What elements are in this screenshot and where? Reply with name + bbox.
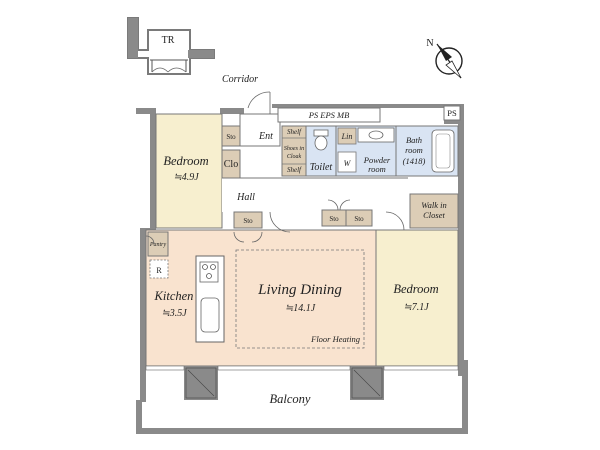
trunk-room: TR — [127, 17, 215, 75]
floor-heating-zone — [235, 249, 365, 349]
bedroom-large-area-label: ≒7.1J — [403, 302, 429, 313]
hall-label: Hall — [236, 192, 255, 203]
north-compass-icon: N — [426, 38, 463, 79]
powder-room-label-2: room — [368, 164, 386, 174]
ps-shaft — [443, 105, 461, 121]
storage-hall-right — [345, 209, 373, 227]
bedroom-large-label: Bedroom — [393, 282, 438, 296]
balcony-label: Balcony — [270, 392, 311, 406]
bedroom-small-area-label: ≒4.9J — [173, 172, 199, 183]
sink-icon — [368, 130, 384, 140]
walk-in-label-1: Walk in — [421, 200, 446, 210]
ps-eps-mb-shaft — [277, 107, 381, 123]
door-swings — [145, 199, 405, 245]
sto-label-4: Sto — [354, 215, 364, 223]
shoes-in-cloak-label-1: Shoes in — [284, 146, 304, 152]
lin-label: Lin — [341, 132, 353, 141]
compass-n-label: N — [426, 38, 433, 49]
hall-area — [222, 178, 408, 212]
washer-space — [337, 151, 357, 173]
shelf-label-bottom: Shelf — [287, 166, 302, 174]
walk-in-closet — [409, 193, 459, 229]
ps-label: PS — [447, 108, 457, 118]
w-label: W — [344, 159, 352, 168]
kitchen-label: Kitchen — [154, 289, 194, 303]
bathroom-size-label: (1418) — [403, 156, 426, 166]
pantry — [147, 231, 169, 257]
sto-label-3: Sto — [329, 215, 339, 223]
living-dining-area-label: ≒14.1J — [285, 303, 316, 314]
fridge-label: R — [156, 266, 162, 275]
tr-label: TR — [162, 35, 175, 46]
sto-label-2: Sto — [243, 217, 253, 225]
ent-label: Ent — [258, 131, 273, 142]
living-dining-label: Living Dining — [257, 282, 342, 298]
entrance-area — [239, 113, 281, 147]
pantry-label: Pantry — [149, 242, 167, 248]
kitchen-sink-icon — [200, 297, 220, 333]
storage-hall-left — [233, 211, 263, 229]
bathroom-label-2: room — [405, 145, 423, 155]
shelf-label-top: Shelf — [287, 128, 302, 136]
window-columns — [145, 365, 459, 400]
shoes-in-cloak-label-2: Cloak — [287, 154, 302, 160]
walk-in-label-2: Closet — [423, 210, 445, 220]
kitchen-area-label: ≒3.5J — [161, 308, 187, 319]
sto-label-1: Sto — [226, 133, 236, 141]
bedroom-large-area — [375, 229, 459, 367]
toilet-bowl-icon — [314, 135, 328, 151]
powder-room-label-1: Powder — [363, 155, 391, 165]
corridor-label: Corridor — [222, 74, 258, 85]
bedroom-small-area — [155, 113, 223, 229]
clo-label: Clo — [224, 159, 238, 170]
stove-icon — [199, 261, 219, 283]
ps-eps-mb-label: PS EPS MB — [308, 110, 350, 120]
bathroom-label-1: Bath — [406, 135, 422, 145]
fridge-space — [149, 259, 169, 279]
bedroom-small-label: Bedroom — [163, 154, 208, 168]
toilet-label: Toilet — [310, 162, 333, 173]
bathtub-icon — [431, 129, 455, 173]
floor-heating-label: Floor Heating — [310, 334, 360, 344]
